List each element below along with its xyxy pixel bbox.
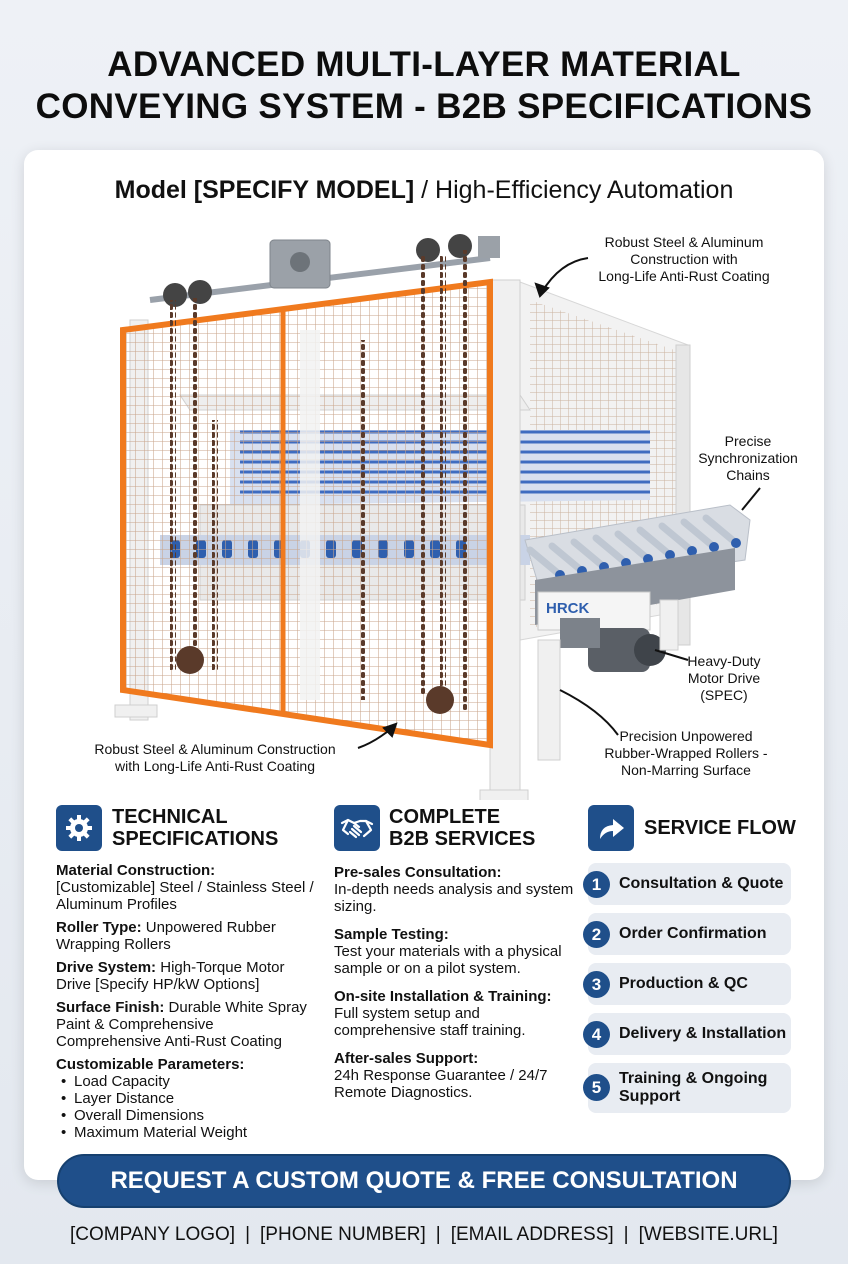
callout-chains: Precise Synchronization Chains	[698, 433, 798, 483]
model-label: Model [SPECIFY MODEL]	[114, 176, 415, 204]
title-line-1: ADVANCED MULTI-LAYER MATERIAL	[107, 45, 741, 84]
flow-icon-box	[588, 805, 634, 851]
step-label: Training & Ongoing Support	[619, 1070, 768, 1105]
spec-item: Roller Type: Unpowered Rubber Wrapping R…	[56, 919, 276, 953]
callout-construction-bottom: Robust Steel & Aluminum Construction wit…	[94, 741, 336, 774]
page-title: ADVANCED MULTI-LAYER MATERIAL CONVEYING …	[0, 44, 848, 128]
title-line-2: CONVEYING SYSTEM - B2B SPECIFICATIONS	[35, 87, 813, 126]
request-quote-button[interactable]: REQUEST A CUSTOM QUOTE & FREE CONSULTATI…	[57, 1154, 791, 1208]
step-number: 1	[583, 871, 610, 898]
step-number: 2	[583, 921, 610, 948]
step-label: Delivery & Installation	[619, 1025, 787, 1042]
phone-number[interactable]: [PHONE NUMBER]	[260, 1224, 426, 1245]
flow-step-4: 4 Delivery & Installation	[583, 1013, 791, 1055]
flow-step-1: 1 Consultation & Quote	[583, 863, 791, 905]
share-arrow-icon	[600, 819, 624, 839]
callout-motor: Heavy-Duty Motor Drive (SPEC)	[687, 653, 761, 703]
service-item: Pre-sales Consultation:In-depth needs an…	[334, 864, 574, 915]
handshake-icon	[340, 818, 374, 839]
service-item: After-sales Support:24h Response Guarant…	[334, 1050, 548, 1101]
services-list: Pre-sales Consultation:In-depth needs an…	[334, 864, 580, 1112]
email-address[interactable]: [EMAIL ADDRESS]	[450, 1224, 614, 1245]
step-label: Consultation & Quote	[619, 875, 784, 892]
service-item: On-site Installation & Training:Full sys…	[334, 988, 552, 1039]
footer-separator: |	[623, 1224, 629, 1245]
services-icon-box	[334, 805, 380, 851]
step-label: Production & QC	[619, 975, 748, 992]
services-title: COMPLETE B2B SERVICES	[389, 806, 536, 850]
step-number: 4	[583, 1021, 610, 1048]
callout-construction-top: Robust Steel & Aluminum Construction wit…	[598, 234, 770, 284]
spec-item: Surface Finish: Durable White Spray Pain…	[56, 999, 307, 1050]
gear-icon	[66, 815, 92, 841]
step-label: Order Confirmation	[619, 925, 767, 942]
model-separator: /	[414, 176, 436, 204]
list-item: Load Capacity	[61, 1073, 318, 1090]
step-number: 5	[583, 1074, 610, 1101]
callout-rollers: Precision Unpowered Rubber-Wrapped Rolle…	[604, 728, 768, 778]
step-number: 3	[583, 971, 610, 998]
list-item: Layer Distance	[61, 1090, 318, 1107]
flow-step-3: 3 Production & QC	[583, 963, 791, 1005]
service-item: Sample Testing:Test your materials with …	[334, 926, 562, 977]
model-tagline: High-Efficiency Automation	[435, 176, 734, 204]
list-item: Maximum Material Weight	[61, 1124, 318, 1141]
technical-specs: Material Construction:[Customizable] Ste…	[56, 862, 318, 1141]
flow-step-2: 2 Order Confirmation	[583, 913, 791, 955]
spec-item: Drive System: High-Torque Motor Drive [S…	[56, 959, 285, 993]
spec-item: Material Construction:[Customizable] Ste…	[56, 862, 314, 913]
website-url[interactable]: [WEBSITE.URL]	[638, 1224, 778, 1245]
parameter-list: Load Capacity Layer Distance Overall Dim…	[56, 1073, 318, 1141]
technical-title: TECHNICAL SPECIFICATIONS	[112, 806, 279, 850]
customizable-parameters: Customizable Parameters: Load Capacity L…	[56, 1056, 318, 1141]
technical-icon-box	[56, 805, 102, 851]
company-logo-placeholder: [COMPANY LOGO]	[70, 1224, 236, 1245]
footer-separator: |	[245, 1224, 251, 1245]
footer-contact: [COMPANY LOGO] | [PHONE NUMBER] | [EMAIL ADD…	[0, 1224, 848, 1246]
list-item: Overall Dimensions	[61, 1107, 318, 1124]
flow-step-5: 5 Training & Ongoing Support	[583, 1063, 791, 1113]
model-line: Model [SPECIFY MODEL] / High-Efficiency …	[24, 176, 824, 205]
footer-separator: |	[435, 1224, 441, 1245]
flow-title: SERVICE FLOW	[644, 817, 796, 839]
